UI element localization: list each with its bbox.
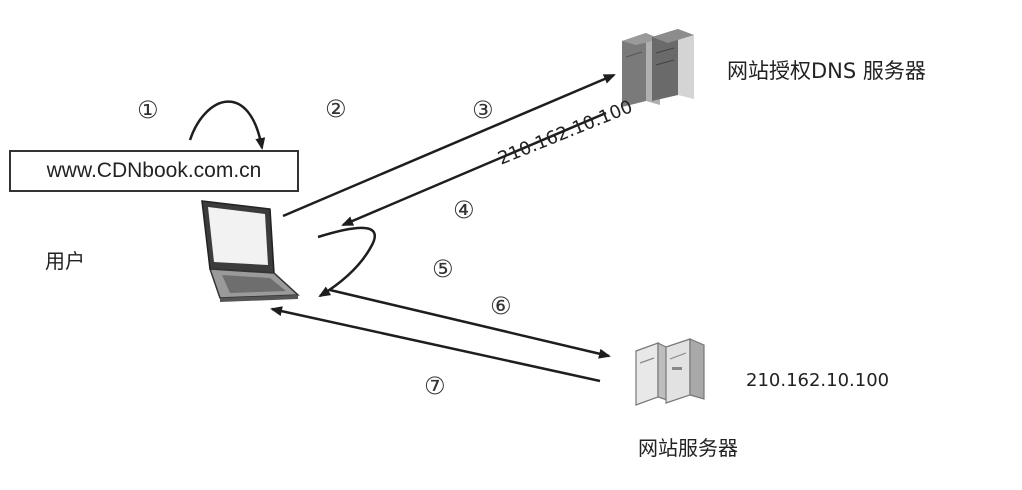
- arrow-dns-reply: [341, 111, 607, 227]
- arrow-request-web: [329, 288, 611, 359]
- step-1-marker: ①: [137, 96, 159, 124]
- web-server-ip: 210.162.10.100: [746, 370, 890, 391]
- arrow-step-5: [317, 226, 376, 298]
- dns-server-label: 网站授权DNS 服务器: [727, 59, 926, 83]
- web-server-label: 网站服务器: [638, 436, 738, 460]
- arrow-web-response: [270, 306, 601, 383]
- step-5-marker: ⑤: [432, 255, 454, 283]
- arrow-query-dns: [282, 73, 616, 218]
- step-6-marker: ⑥: [490, 292, 512, 320]
- url-text: www.CDNbook.com.cn: [46, 159, 262, 182]
- web-server-icon: [635, 338, 705, 406]
- step-7-marker: ⑦: [424, 372, 446, 400]
- step-3-marker: ③: [472, 96, 494, 124]
- laptop-icon: [201, 200, 300, 302]
- dns-server-icon: [622, 29, 694, 107]
- step-4-marker: ④: [453, 196, 475, 224]
- url-box: www.CDNbook.com.cn: [9, 150, 299, 192]
- user-label: 用户: [45, 249, 85, 273]
- arrow-step-1: [188, 100, 266, 150]
- step-2-marker: ②: [325, 95, 347, 123]
